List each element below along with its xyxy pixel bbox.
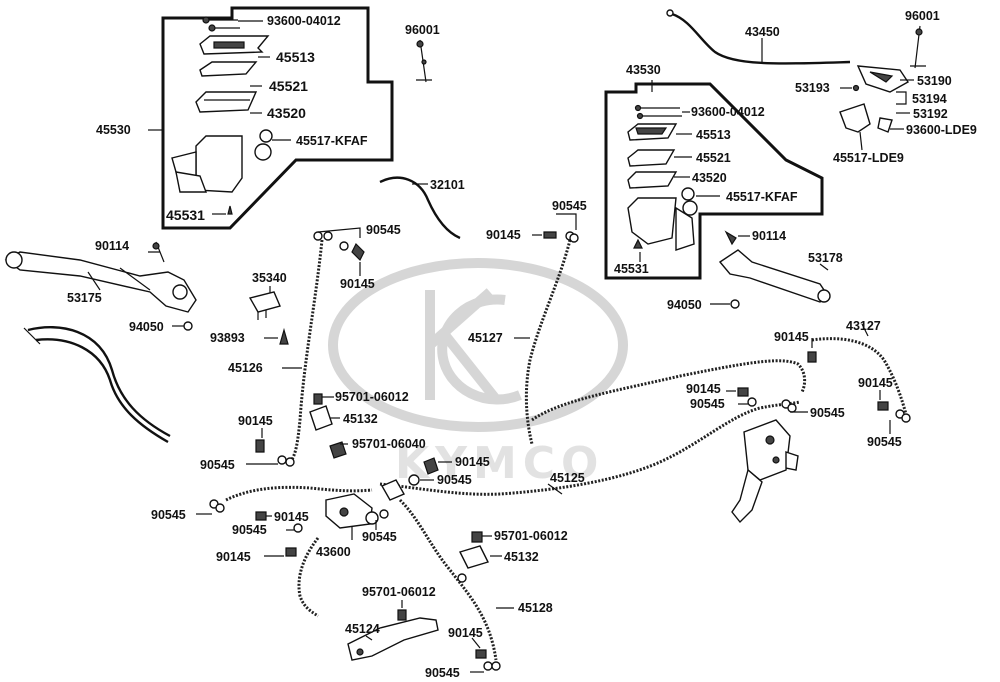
master-cylinder-parts-right bbox=[627, 104, 698, 251]
label-90545: 90545 bbox=[232, 523, 267, 537]
brake-hose-45126: 90545 90145 45126 bbox=[228, 223, 401, 464]
label-53193: 53193 bbox=[795, 81, 830, 95]
brake-hose-45125: 45125 bbox=[379, 359, 807, 496]
label-93600-04012: 93600-04012 bbox=[267, 14, 341, 28]
brake-hose-45128: 45128 bbox=[297, 498, 553, 661]
label-43127: 43127 bbox=[846, 319, 881, 333]
cable-left-loose bbox=[23, 326, 171, 444]
bracket-45517-lde9: 45517-LDE9 bbox=[833, 103, 904, 165]
label-53194: 53194 bbox=[912, 92, 947, 106]
label-90545: 90545 bbox=[362, 530, 397, 544]
label-90114: 90114 bbox=[95, 239, 129, 253]
label-90145: 90145 bbox=[238, 414, 273, 428]
label-45513: 45513 bbox=[276, 49, 315, 65]
label-90545: 90545 bbox=[151, 508, 186, 522]
label-90145: 90145 bbox=[274, 510, 309, 524]
label-90145: 90145 bbox=[340, 277, 375, 291]
label-43600: 43600 bbox=[316, 545, 351, 559]
label-95701-06012: 95701-06012 bbox=[335, 390, 409, 404]
label-90545: 90545 bbox=[437, 473, 472, 487]
parking-cable-43450: 43450 bbox=[666, 9, 851, 65]
label-90545: 90545 bbox=[552, 199, 587, 213]
label-96001: 96001 bbox=[905, 9, 940, 23]
label-45132: 45132 bbox=[504, 550, 539, 564]
label-93893: 93893 bbox=[210, 331, 245, 345]
bolt-96001-left: 96001 bbox=[405, 23, 440, 83]
label-32101: 32101 bbox=[430, 178, 465, 192]
label-43520: 43520 bbox=[692, 171, 727, 185]
label-53190: 53190 bbox=[917, 74, 952, 88]
stop-switch-35340: 35340 93893 bbox=[210, 271, 289, 345]
label-43520: 43520 bbox=[267, 105, 306, 121]
label-96001: 96001 bbox=[405, 23, 440, 37]
label-45124: 45124 bbox=[345, 622, 380, 636]
label-43450: 43450 bbox=[745, 25, 780, 39]
label-93600-04012: 93600-04012 bbox=[691, 105, 765, 119]
label-90545: 90545 bbox=[810, 406, 845, 420]
brake-hose-43127: 43127 90145 90145 90545 bbox=[774, 319, 911, 449]
cable-32101: 32101 bbox=[379, 176, 465, 240]
label-90145: 90145 bbox=[774, 330, 809, 344]
label-45128: 45128 bbox=[518, 601, 553, 615]
label-45531: 45531 bbox=[166, 207, 205, 223]
label-43530: 43530 bbox=[626, 63, 661, 77]
brake-lever-53175: 53175 bbox=[4, 251, 197, 313]
label-90145: 90145 bbox=[216, 550, 251, 564]
label-53192: 53192 bbox=[913, 107, 948, 121]
label-45127: 45127 bbox=[468, 331, 503, 345]
bolt-96001-right: 96001 bbox=[905, 9, 940, 69]
label-94050: 94050 bbox=[667, 298, 702, 312]
label-45513: 45513 bbox=[696, 128, 731, 142]
bracket-45124: 45124 bbox=[345, 617, 439, 661]
label-45126: 45126 bbox=[228, 361, 263, 375]
label-90545: 90545 bbox=[690, 397, 725, 411]
label-95701-06012: 95701-06012 bbox=[362, 585, 436, 599]
lock-lever-53190: 53190 bbox=[856, 65, 952, 93]
rear-master-cylinder bbox=[731, 419, 799, 524]
label-45517-kfaf: 45517-KFAF bbox=[726, 190, 798, 204]
group-box-45530 bbox=[161, 6, 394, 230]
label-95701-06012: 95701-06012 bbox=[494, 529, 568, 543]
label-45531: 45531 bbox=[614, 262, 649, 276]
label-45521: 45521 bbox=[269, 78, 308, 94]
label-90545: 90545 bbox=[200, 458, 235, 472]
label-90145: 90145 bbox=[455, 455, 490, 469]
label-90545: 90545 bbox=[867, 435, 902, 449]
label-95701-06040: 95701-06040 bbox=[352, 437, 426, 451]
brake-hose-45127: 90545 90145 45127 bbox=[468, 199, 587, 445]
label-90545: 90545 bbox=[366, 223, 401, 237]
label-90145: 90145 bbox=[486, 228, 521, 242]
label-90545: 90545 bbox=[425, 666, 460, 680]
label-45125: 45125 bbox=[550, 471, 585, 485]
brake-lever-53178: 90114 53178 bbox=[718, 229, 843, 303]
master-cylinder-parts-left bbox=[171, 16, 273, 215]
label-45517-kfaf: 45517-KFAF bbox=[296, 134, 368, 148]
label-45521: 45521 bbox=[696, 151, 731, 165]
label-94050: 94050 bbox=[129, 320, 164, 334]
label-45132: 45132 bbox=[343, 412, 378, 426]
label-53175: 53175 bbox=[67, 291, 102, 305]
label-45530: 45530 bbox=[96, 123, 131, 137]
label-90145: 90145 bbox=[858, 376, 893, 390]
label-90145: 90145 bbox=[686, 382, 721, 396]
label-35340: 35340 bbox=[252, 271, 287, 285]
label-45517-lde9: 45517-LDE9 bbox=[833, 151, 904, 165]
delay-valve-43600: 43600 bbox=[225, 479, 405, 559]
label-53178: 53178 bbox=[808, 251, 843, 265]
label-90145: 90145 bbox=[448, 626, 483, 640]
group-box-43530 bbox=[604, 82, 824, 280]
label-90114: 90114 bbox=[752, 229, 786, 243]
label-93600-lde9: 93600-LDE9 bbox=[906, 123, 977, 137]
